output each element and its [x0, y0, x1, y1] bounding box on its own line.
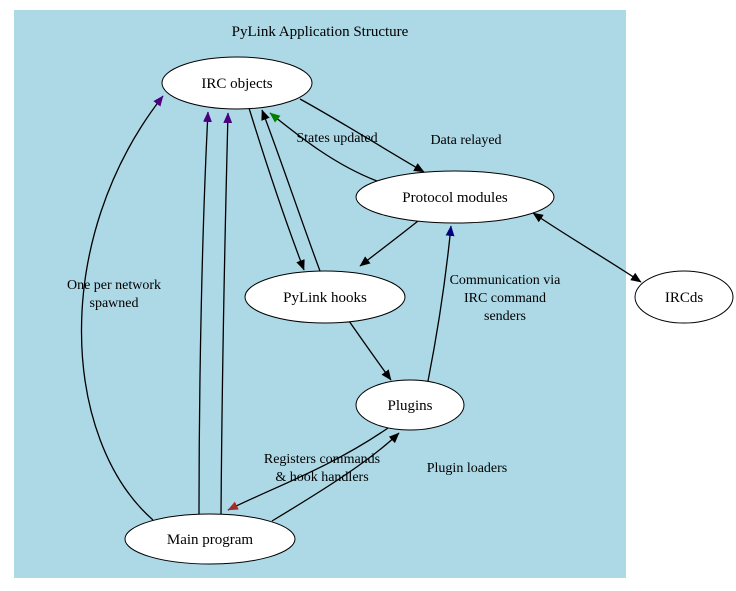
node-pylink-hooks-label: PyLink hooks — [283, 290, 367, 306]
edge-plugin-loaders — [271, 432, 400, 522]
node-ircds: IRCds — [634, 270, 734, 324]
edge-data-relayed — [299, 98, 425, 173]
node-irc-objects: IRC objects — [161, 56, 313, 110]
node-plugins-shape — [355, 379, 465, 431]
edge-label-registers: Registers commands & hook handlers — [264, 452, 380, 485]
node-ircds-shape — [634, 270, 734, 324]
node-pylink-hooks-shape — [244, 270, 406, 324]
node-irc-objects-shape — [161, 56, 313, 110]
edge-hooks-to-plugins — [348, 320, 392, 381]
edge-label-communication: Communication via IRC command senders — [450, 273, 562, 324]
node-protocol-modules-label: Protocol modules — [402, 190, 508, 206]
node-main-program-shape — [124, 513, 296, 565]
edge-protocol-to-hooks — [359, 220, 419, 267]
edge-states-updated — [269, 112, 378, 182]
node-pylink-hooks: PyLink hooks — [244, 270, 406, 324]
node-ircds-label: IRCds — [665, 290, 704, 306]
node-plugins-label: Plugins — [387, 398, 432, 414]
edge-label-registers-line2: & hook handlers — [275, 470, 368, 485]
edge-main-to-irc-c — [220, 112, 233, 516]
edge-label-registers-line1: Registers commands — [264, 452, 380, 467]
edge-label-one-per-network: One per network spawned — [67, 278, 161, 311]
edge-label-states-updated: States updated — [296, 131, 377, 146]
edge-label-data-relayed: Data relayed — [430, 133, 501, 148]
edge-protocol-ircds — [532, 212, 642, 283]
edge-label-one-per-network-line2: spawned — [90, 296, 139, 311]
edge-label-communication-line1: Communication via — [450, 273, 562, 288]
node-main-program: Main program — [124, 513, 296, 565]
node-main-program-label: Main program — [167, 532, 254, 548]
edge-label-plugin-loaders: Plugin loaders — [427, 461, 508, 476]
node-plugins: Plugins — [355, 379, 465, 431]
diagram-title: PyLink Application Structure — [232, 24, 409, 40]
edge-communication — [427, 225, 455, 382]
edge-registers — [227, 427, 389, 511]
node-protocol-modules: Protocol modules — [355, 170, 555, 224]
edge-hooks-to-irc — [261, 109, 321, 272]
edge-label-one-per-network-line1: One per network — [67, 278, 161, 293]
node-protocol-modules-shape — [355, 170, 555, 224]
edge-label-communication-line3: senders — [484, 309, 526, 324]
edge-main-to-irc-b — [198, 111, 212, 516]
edge-irc-to-hooks — [248, 107, 305, 271]
edge-one-per-network — [80, 95, 164, 521]
edge-label-communication-line2: IRC command — [464, 291, 546, 306]
node-irc-objects-label: IRC objects — [201, 76, 272, 92]
